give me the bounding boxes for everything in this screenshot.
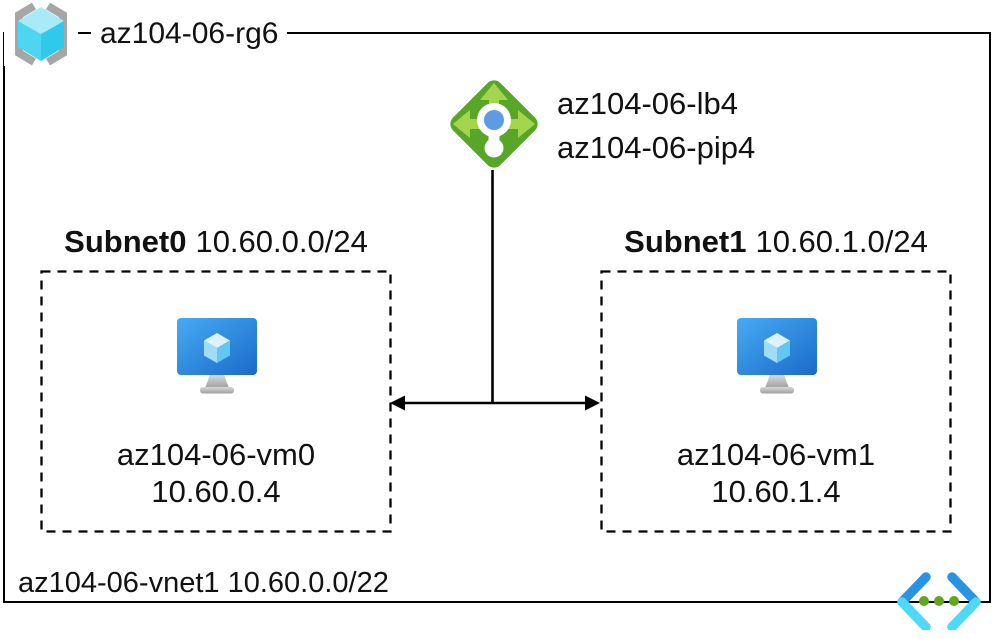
vm0-labels: az104-06-vm0 10.60.0.4 [40, 436, 392, 510]
virtual-network-icon [897, 572, 981, 630]
resource-group-header: az104-06-rg6 [4, 2, 288, 66]
subnet1-name: Subnet1 [624, 224, 747, 259]
arrow-left-icon [453, 110, 496, 138]
load-balancer-name: az104-06-lb4 [557, 86, 738, 121]
lb-center-dot [484, 110, 504, 130]
vnet-bracket-right-bottom [947, 597, 981, 630]
vm1-labels: az104-06-vm1 10.60.1.4 [600, 436, 952, 510]
vm-ip: 10.60.1.4 [711, 474, 841, 509]
subnet1-box [600, 270, 952, 533]
load-balancer-icon [450, 80, 538, 168]
virtual-machine-icon [177, 318, 257, 394]
vm-name: az104-06-vm1 [676, 437, 876, 472]
arrowhead-left-icon [390, 395, 405, 411]
subnet0-box [40, 270, 392, 533]
vnet-bracket-right-top [947, 572, 981, 607]
vm-name: az104-06-vm0 [116, 437, 316, 472]
subnet1-cidr: 10.60.1.0/24 [755, 224, 928, 259]
connector-lines [390, 170, 600, 411]
virtual-machine-icon [737, 318, 817, 394]
arrow-right-icon [492, 110, 535, 138]
subnet0-cidr: 10.60.0.0/24 [195, 224, 368, 259]
load-balancer-labels: az104-06-lb4 az104-06-pip4 [557, 82, 755, 170]
arrowhead-right-icon [585, 395, 600, 411]
resource-group-icon [15, 2, 67, 66]
subnet0-name: Subnet0 [64, 224, 187, 259]
vm-ip: 10.60.0.4 [151, 474, 281, 509]
resource-group-boundary [3, 32, 991, 603]
vnet-bracket-left-top [897, 572, 931, 607]
vnet-bracket-left-bottom [897, 597, 931, 630]
vnet-label: az104-06-vnet1 10.60.0.0/22 [18, 567, 389, 599]
public-ip-name: az104-06-pip4 [557, 130, 756, 165]
resource-group-label: az104-06-rg6 [91, 11, 288, 57]
